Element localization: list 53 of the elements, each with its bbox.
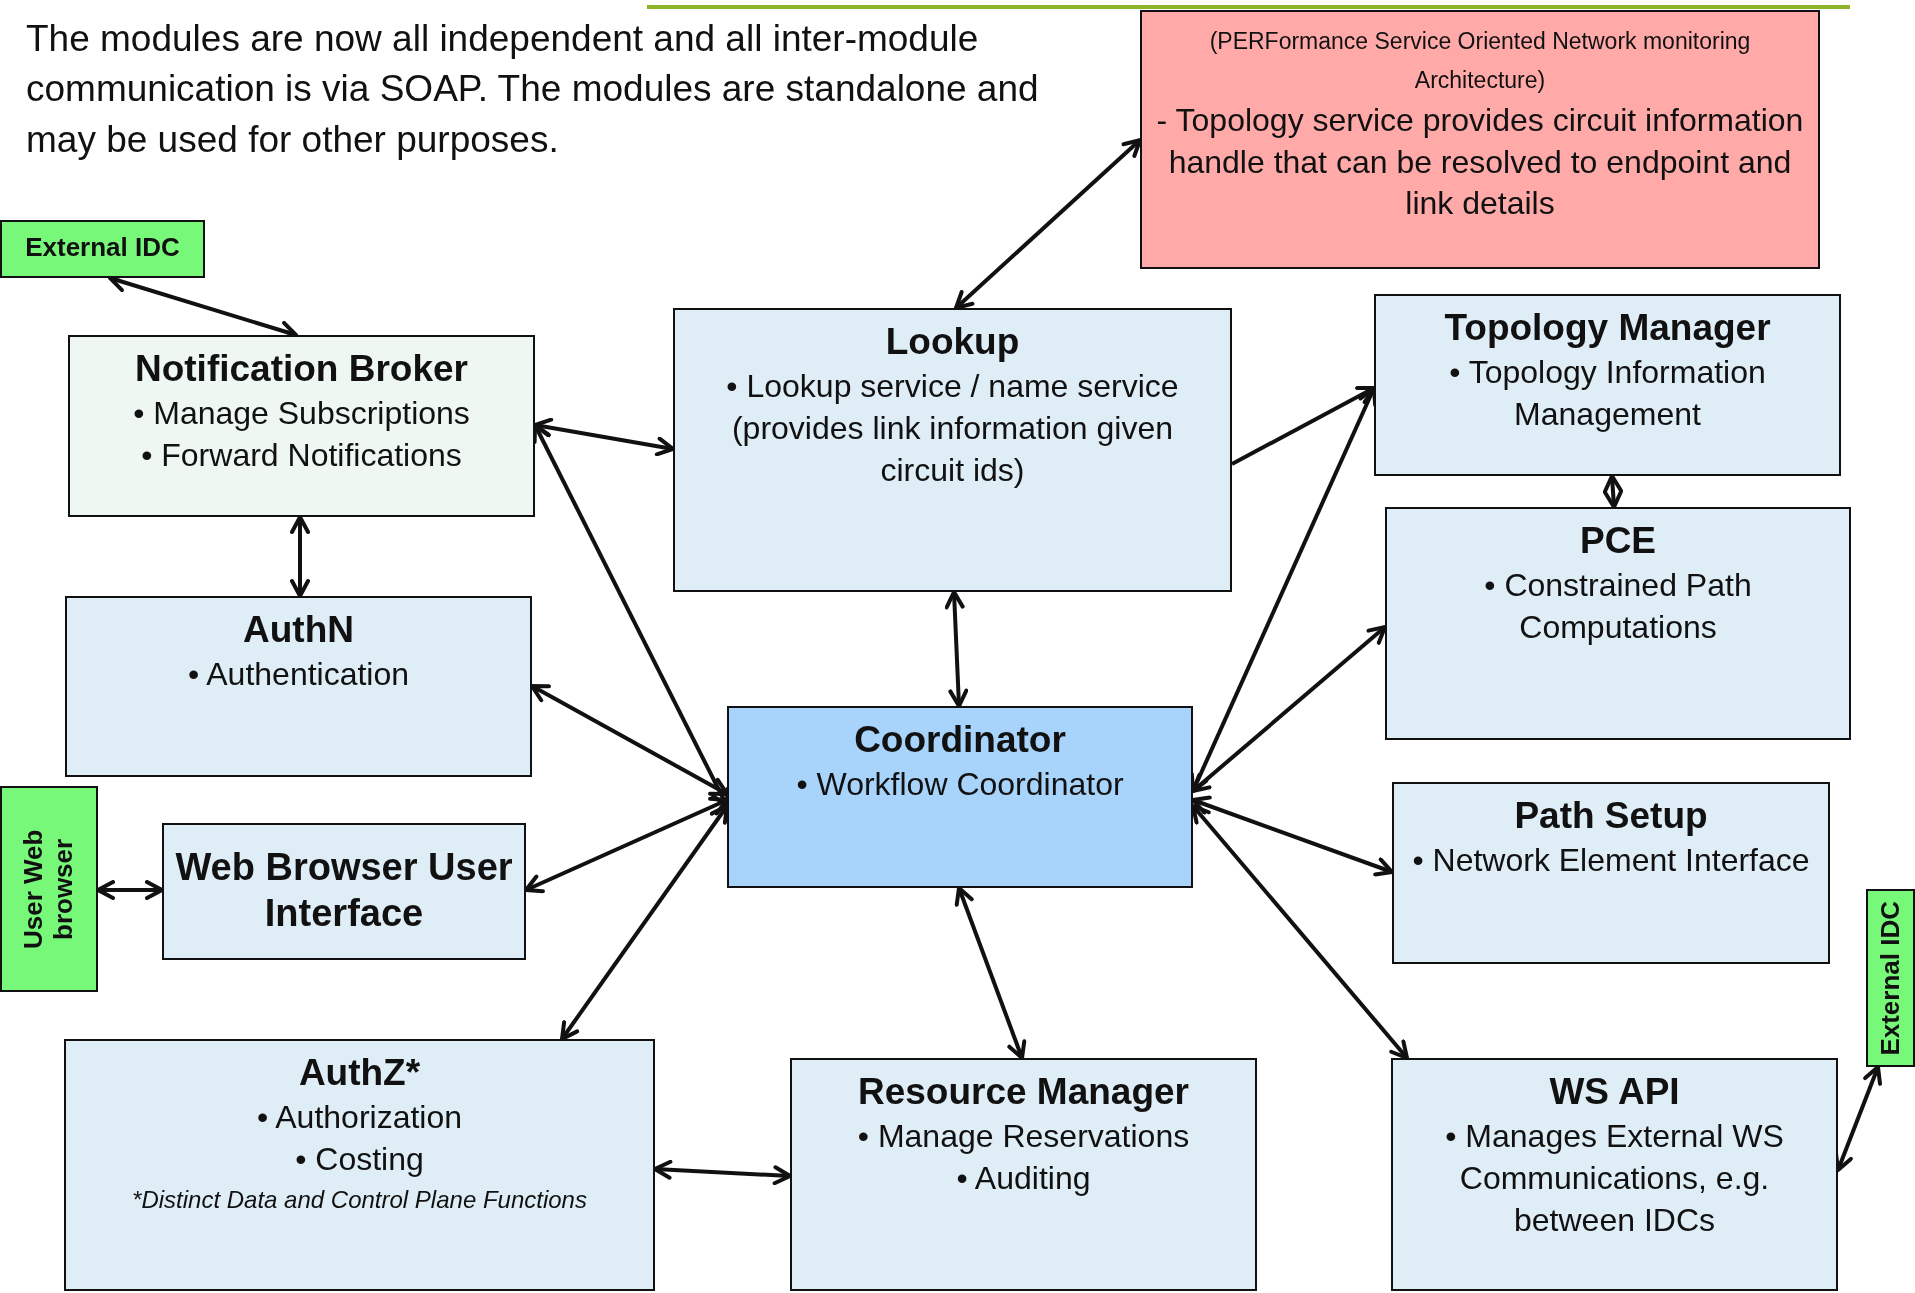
bullet-text: • Manage Subscriptions (133, 394, 470, 434)
bullet-text: • Forward Notifications (141, 436, 462, 475)
bullet-text: • Workflow Coordinator (796, 765, 1124, 805)
box-heading: Topology Manager (1444, 306, 1771, 350)
external-box (0, 786, 98, 992)
box-heading: AuthN (243, 608, 354, 652)
bullet-text: • Manages External WS Communications, e.g. between IDCs (1444, 1117, 1785, 1240)
module-box (1374, 294, 1841, 476)
subtitle-text: (PERFormance Service Oriented Network monitoring Architecture) (1208, 27, 1752, 96)
double-arrow (560, 804, 729, 1041)
box-heading: Resource Manager (857, 1070, 1190, 1114)
bullet-text: • Authentication (187, 655, 410, 695)
external-box (0, 220, 205, 278)
bullet-text: • Lookup service / name service (provides link information given circuit ids) (725, 367, 1180, 490)
box-heading: AuthZ* (298, 1051, 421, 1095)
module-box (68, 335, 535, 517)
module-box (1385, 507, 1851, 740)
box-heading: WS API (1549, 1070, 1680, 1114)
info-box (1140, 10, 1820, 269)
box-heading: Lookup (885, 320, 1020, 364)
box-label: User Web browser (19, 828, 79, 951)
module-box (1391, 1058, 1838, 1291)
box-heading: Notification Broker (134, 347, 468, 391)
double-arrow (954, 138, 1142, 310)
bullet-text: • Costing (295, 1140, 424, 1179)
bullet-text: • Constrained Path Computations (1483, 566, 1753, 647)
bullet-text: • Auditing (956, 1159, 1091, 1198)
box-label: External IDC (25, 232, 180, 264)
double-arrow (290, 515, 310, 598)
box-label: External IDC (1875, 900, 1906, 1056)
module-box (673, 308, 1232, 592)
arrow (1231, 386, 1376, 466)
intro-text: The modules are now all independent and all inter-module communication is via SOAP. The modules are standalone and may be used for other purposes. (26, 17, 1040, 162)
double-arrow (954, 886, 1027, 1060)
bullet-text: • Manage Reservations (857, 1117, 1190, 1157)
box-heading: Coordinator (854, 718, 1066, 762)
double-arrow (1603, 474, 1623, 509)
box-heading: Path Setup (1514, 794, 1708, 838)
module-box (1392, 782, 1830, 964)
box-heading: Web Browser User Interface (174, 844, 514, 936)
box-heading: PCE (1579, 519, 1657, 563)
description-text: - Topology service provides circuit information handle that can be resolved to endpoint and link details (1155, 101, 1805, 224)
bullet-text: • Network Element Interface (1412, 841, 1810, 881)
module-box (65, 596, 532, 777)
footnote-text: *Distinct Data and Control Plane Functions (132, 1184, 587, 1215)
external-box (1866, 889, 1915, 1067)
module-box (790, 1058, 1257, 1291)
module-box (162, 823, 526, 960)
bullet-text: • Authorization (256, 1098, 463, 1138)
double-arrow (944, 590, 969, 708)
bullet-text: • Topology Information Management (1448, 353, 1767, 434)
module-box (64, 1039, 655, 1291)
coordinator-box (727, 706, 1193, 888)
